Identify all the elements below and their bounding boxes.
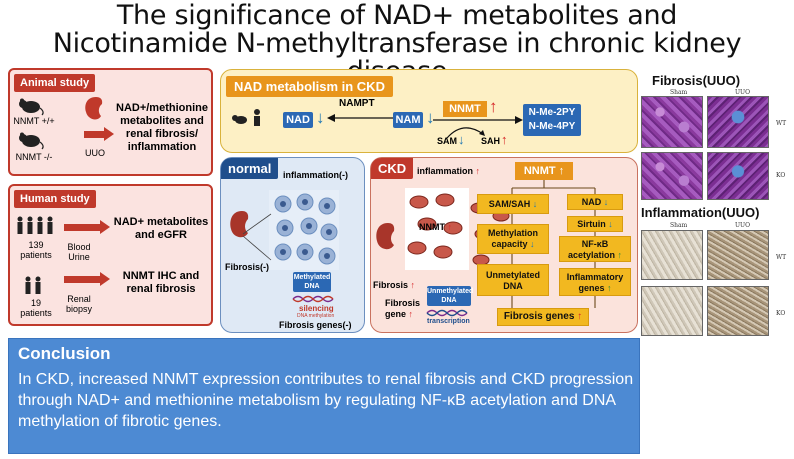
page-title: The significance of NAD+ metabolites and… xyxy=(0,2,794,86)
nad-box: NAD xyxy=(283,112,313,128)
fibrosis-wt-label: WT xyxy=(776,120,787,127)
inflammation-ko-label: KO xyxy=(776,310,786,317)
cohort-2-count: 19 patients xyxy=(20,298,52,318)
silencing-label: silencing xyxy=(299,304,334,313)
inflammation-wt-sham-image xyxy=(641,230,703,280)
genotype-wt-label: NNMT +/+ xyxy=(13,116,55,126)
cohort-1-outcome: NAD+ metabolites and eGFR xyxy=(113,216,209,241)
mouse-human-icon xyxy=(232,109,260,126)
methylation-capacity-box: Methylation capacity ↓ xyxy=(477,224,549,254)
kidney-icon xyxy=(376,223,395,250)
uuo-label: UUO xyxy=(85,148,105,158)
fibrosis-ko-label: KO xyxy=(776,172,786,179)
nam-down-arrow: ↓ xyxy=(426,108,435,127)
normal-panel: normal inflammation(-) Fibrosis(-) Methy… xyxy=(220,157,365,333)
people-group-icon xyxy=(17,216,53,234)
inflammation-wt-label: WT xyxy=(776,254,787,261)
human-study-panel: Human study 139 patients Blood Urine NAD… xyxy=(8,184,213,326)
cohort-1-samples: Blood Urine xyxy=(67,242,91,262)
animal-outcome: NAD+/methionine metabolites and renal fi… xyxy=(116,102,208,153)
flow-connectors xyxy=(511,180,596,308)
ckd-fibrosis: Fibrosis ↑ xyxy=(373,280,416,290)
fibrosis-ko-uuo-image xyxy=(707,152,769,200)
cohort-2-samples: Renal biopsy xyxy=(65,294,92,314)
sirtuin-box: Sirtuin ↓ xyxy=(567,216,623,232)
fibrosis-uuo-label: UUO xyxy=(735,89,751,96)
fibrosis-genes-box: Fibrosis genes ↑ xyxy=(497,308,589,326)
kidney-icon xyxy=(85,97,103,120)
animal-study-tag: Animal study xyxy=(14,74,96,92)
nam-box: NAM xyxy=(393,112,423,128)
nampt-arrow xyxy=(327,114,397,122)
ckd-fibrosis-gene: Fibrosis gene ↑ xyxy=(385,298,421,319)
fibrosis-wt-sham-image xyxy=(641,96,703,148)
inflammation-ko-sham-image xyxy=(641,286,703,336)
human-study-tag: Human study xyxy=(14,190,96,208)
nad-flow-box: NAD ↓ xyxy=(567,194,623,210)
products-box: N-Me-2PY N-Me-4PY xyxy=(523,104,581,136)
inflammation-uuo-title: Inflammation(UUO) xyxy=(641,205,760,220)
methylated-dna-box: Methylated DNA xyxy=(293,272,331,292)
fibrosis-uuo-title: Fibrosis(UUO) xyxy=(652,73,741,88)
dna-methylation-label: DNA methylation xyxy=(297,313,335,319)
nnmt-reaction-arrow xyxy=(433,116,523,139)
title-line-1: The significance of NAD+ metabolites and xyxy=(116,0,678,31)
sam-sah-box: SAM/SAH ↓ xyxy=(477,194,549,214)
normal-fibrosis-genes: Fibrosis genes(-) xyxy=(279,320,352,330)
ckd-tissue-cells xyxy=(405,188,469,270)
sam-label: SAM xyxy=(437,136,457,146)
fibrosis-sham-label: Sham xyxy=(670,89,688,96)
cohort-1-arrow xyxy=(64,220,110,234)
conclusion-panel: Conclusion In CKD, increased NNMT expres… xyxy=(8,338,640,454)
unmethylated-dna-flow-box: Unmetylated DNA xyxy=(477,264,549,296)
mouse-icon xyxy=(19,132,44,150)
ckd-nnmt-box: NNMT ↑ xyxy=(515,162,573,180)
sam-down-arrow: ↓ xyxy=(458,132,465,147)
cohort-2-outcome: NNMT IHC and renal fibrosis xyxy=(122,270,200,295)
conclusion-body: In CKD, increased NNMT expression contri… xyxy=(18,371,634,430)
ckd-panel: CKD inflammation ↑ NNMT ↑ Fibrosis ↑ Fib… xyxy=(370,157,638,333)
fibrosis-ko-sham-image xyxy=(641,152,703,200)
genotype-ko-label: NNMT -/- xyxy=(15,152,53,162)
dna-strand-icon xyxy=(426,309,468,317)
ckd-tag: CKD xyxy=(371,158,414,179)
normal-tag: normal xyxy=(221,158,279,179)
inflammation-sham-label: Sham xyxy=(670,222,688,229)
inflammatory-genes-box: Inflammatory genes ↑ xyxy=(559,268,631,296)
inflammation-wt-uuo-image xyxy=(707,230,769,280)
inflammation-ko-uuo-image xyxy=(707,286,769,336)
sah-up-arrow: ↑ xyxy=(501,132,508,147)
cohort-1-count: 139 patients xyxy=(20,240,52,260)
inflammation-uuo-label: UUO xyxy=(735,222,751,229)
ckd-inflammation: inflammation ↑ xyxy=(417,166,481,176)
nampt-label: NAMPT xyxy=(339,98,375,109)
nad-metabolism-panel: NAD metabolism in CKD NAD ↓ NAMPT NAM ↓ … xyxy=(220,69,638,153)
fibrosis-wt-uuo-image xyxy=(707,96,769,148)
sah-label: SAH xyxy=(481,136,501,146)
conclusion-title: Conclusion xyxy=(18,344,111,363)
nnmt-up-arrow: ↑ xyxy=(489,97,498,116)
transcription-label: transcription xyxy=(427,318,470,325)
animal-study-panel: Animal study NNMT +/+ NNMT -/- UUO NAD+/… xyxy=(8,68,213,176)
cohort-2-arrow xyxy=(64,272,110,286)
animal-arrow xyxy=(84,127,114,141)
people-pair-icon xyxy=(25,276,41,294)
nnmt-box: NNMT xyxy=(443,101,487,117)
title-line-2: Nicotinamide N-methyltransferase in chro… xyxy=(52,28,742,86)
nfkb-acetylation-box: NF-κB acetylation ↑ xyxy=(559,236,631,262)
kidney-icon xyxy=(230,211,249,238)
unmethylated-dna-box: Unmethylated DNA xyxy=(427,286,474,306)
normal-pointer-lines xyxy=(242,213,272,261)
normal-inflammation: inflammation(-) xyxy=(283,170,348,180)
normal-fibrosis: Fibrosis(-) xyxy=(225,262,269,272)
normal-tissue-cells xyxy=(269,190,339,270)
mouse-icon xyxy=(19,98,44,116)
ckd-nnmt-cells: NNMT ↑ xyxy=(419,222,453,232)
dna-strand-icon xyxy=(292,295,334,303)
nad-metabolism-tag: NAD metabolism in CKD xyxy=(226,76,393,97)
nad-down-arrow: ↓ xyxy=(316,108,325,127)
